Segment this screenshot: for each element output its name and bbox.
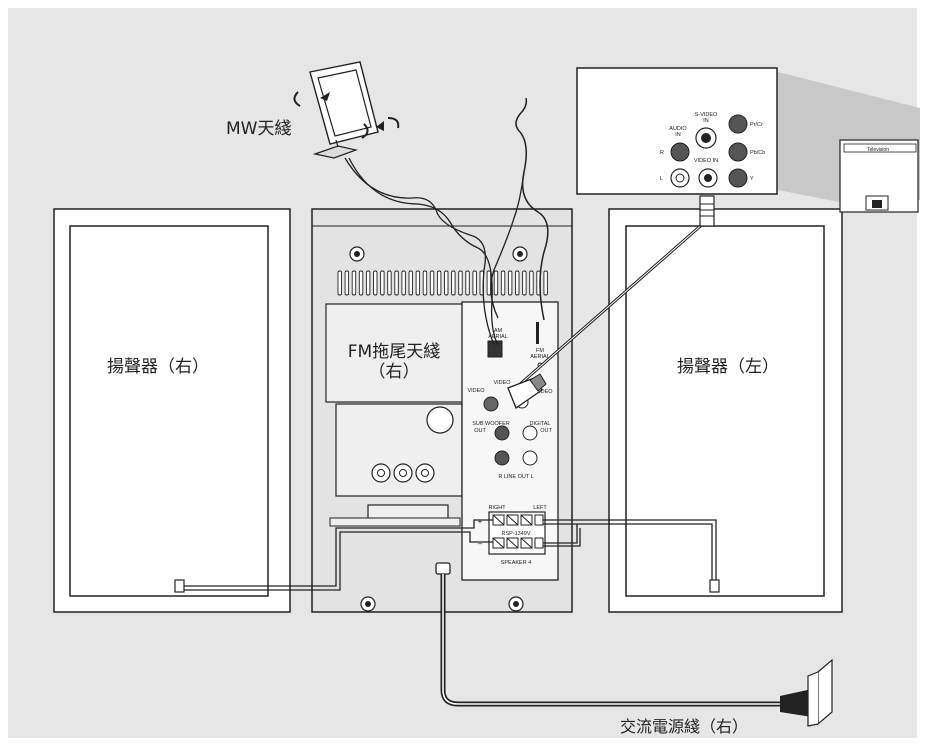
ac-inlet	[435, 562, 451, 575]
y-label: Y	[750, 176, 754, 182]
speaker-left-terminal	[709, 579, 720, 593]
video-label-a: VIDEO	[493, 380, 511, 386]
digital-out-label: DIGITAL	[530, 421, 551, 427]
speaker-left: 揚聲器（左）	[608, 208, 843, 613]
tv-back-panel: S-VIDEO IN AUDIO IN Pr/Cr R Pb/Cb VIDEO …	[576, 67, 920, 213]
audio-r-label: R	[660, 150, 664, 156]
fm-antenna-label-sub: （右）	[369, 362, 420, 382]
video-label-c: VIDEO	[535, 389, 553, 395]
vent-slot	[543, 270, 548, 296]
digital-out-jack	[522, 425, 538, 441]
sub-woofer-label: SUB WOOFER	[472, 421, 510, 427]
main-unit: FM拖尾天綫 （右）	[311, 208, 573, 613]
vent-slot	[465, 270, 470, 296]
vent-slot	[387, 270, 392, 296]
vent-slot	[351, 270, 357, 296]
vent-slot	[507, 270, 513, 296]
am-aerial-terminal	[487, 340, 503, 358]
speaker-terminal-clips	[492, 514, 544, 549]
sub-woofer-label-2: OUT	[474, 428, 486, 434]
vent-slot	[415, 270, 421, 296]
pr-cr-jack	[728, 114, 748, 134]
vent-slot	[429, 270, 435, 296]
video-jack	[483, 396, 499, 412]
vent-slot	[373, 270, 378, 296]
audio-in-label-2: IN	[675, 132, 681, 138]
vent-slot	[529, 270, 534, 296]
vent-slot	[444, 270, 449, 296]
rca-jack-group	[371, 463, 435, 483]
fm-aerial-label: FM	[536, 348, 544, 354]
vent-grille	[337, 270, 548, 296]
speaker-right: 揚聲器（右）	[53, 208, 291, 613]
vent-slot	[401, 270, 406, 296]
audio-r-jack	[670, 142, 690, 162]
pb-cb-jack	[728, 142, 748, 162]
speaker-right-terminal	[174, 579, 185, 593]
vent-slot	[394, 270, 399, 296]
speaker-wires	[184, 519, 717, 591]
vent-slot	[486, 270, 492, 296]
vent-slot	[500, 270, 506, 296]
video-cable	[507, 195, 715, 409]
right-label: RIGHT	[488, 505, 506, 511]
line-out-label: R LINE OUT L	[498, 474, 533, 480]
digital-out-label-2: OUT	[540, 428, 552, 434]
connection-panel: AM AERIAL FM AERIAL VIDEO VIDEO VIDEO SU…	[461, 301, 559, 581]
sub-woofer-jack	[494, 425, 510, 441]
speaker-terminal-label: SPEAKER 4	[501, 560, 532, 566]
mw-antenna: MW天綫	[226, 61, 499, 346]
s-video-in-label-2: IN	[703, 118, 709, 124]
vent-slot	[493, 270, 499, 296]
am-aerial-label: AM	[494, 328, 503, 334]
vent-slot	[337, 270, 342, 296]
s-video-in-label: S-VIDEO	[695, 112, 718, 118]
minus-label: –	[478, 539, 483, 548]
vent-slot	[380, 270, 385, 296]
vent-slot	[358, 270, 364, 296]
television-label: Television	[867, 147, 889, 153]
model-label: RSP-1349V	[501, 531, 530, 537]
fm-wire-antenna	[490, 97, 549, 344]
vent-slot	[472, 270, 477, 296]
video-label-b: VIDEO	[467, 388, 485, 394]
line-out-l-jack	[522, 450, 538, 466]
fm-aerial-label-2: AERIAL	[530, 354, 550, 360]
vent-slot	[451, 270, 456, 296]
am-aerial-label-2: AERIAL	[488, 334, 508, 340]
left-label: LEFT	[533, 505, 547, 511]
plus-label: +	[478, 517, 483, 526]
vent-slot	[458, 270, 463, 296]
speaker-left-label: 揚聲器（左）	[677, 357, 779, 377]
fm-antenna-label: FM拖尾天綫	[348, 342, 440, 362]
vent-slot	[408, 270, 413, 296]
audio-l-jack	[670, 168, 690, 188]
line-out-r-jack	[494, 450, 510, 466]
vent-slot	[365, 270, 371, 296]
audio-l-label: L	[660, 176, 663, 182]
video-in-label: VIDEO IN	[694, 158, 718, 164]
y-jack	[728, 168, 748, 188]
mw-antenna-label: MW天綫	[226, 119, 291, 139]
vent-slot	[344, 270, 350, 296]
pb-cb-label: Pb/Cb	[750, 150, 765, 156]
pr-cr-label: Pr/Cr	[750, 122, 763, 128]
vent-slot	[436, 270, 442, 296]
audio-in-label: AUDIO	[669, 126, 687, 132]
ac-power-cord-label: 交流電源綫（右）	[620, 717, 748, 736]
ac-power-cord: 交流電源綫（右）	[440, 574, 833, 736]
wall-socket	[817, 658, 833, 726]
speaker-right-label: 揚聲器（右）	[107, 357, 209, 377]
vent-slot	[515, 270, 520, 296]
vent-slot	[422, 270, 428, 296]
vent-slot	[522, 270, 527, 296]
